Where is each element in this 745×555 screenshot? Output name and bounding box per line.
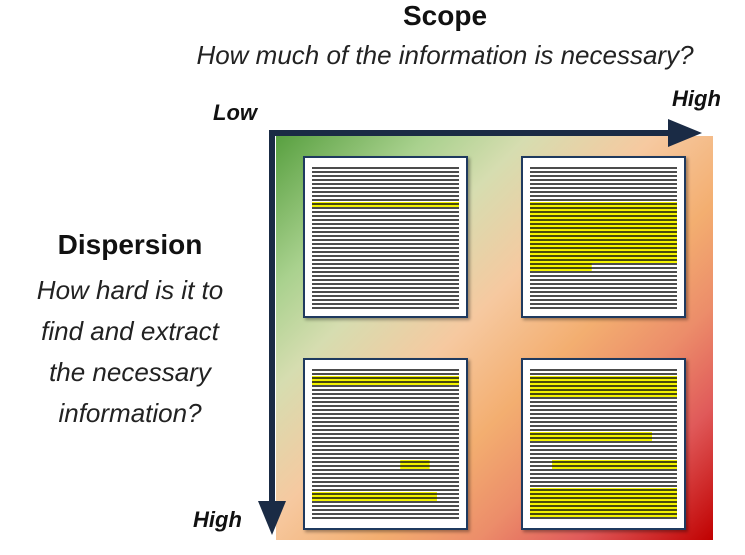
highlight-block	[530, 262, 592, 271]
highlight-block	[552, 460, 677, 469]
axis-label-high-dispersion: High	[193, 507, 242, 532]
document-page-drawing	[312, 369, 459, 519]
dispersion-question-line: How hard is it to	[36, 275, 224, 305]
document-page-drawing	[530, 167, 677, 309]
dispersion-question: How hard is it to find and extract the n…	[0, 270, 260, 434]
document-page-drawing	[312, 167, 459, 309]
highlight-block	[530, 432, 653, 441]
axis-label-low: Low	[213, 100, 257, 125]
doc-low-scope-low-dispersion	[303, 156, 468, 318]
scope-question: How much of the information is necessary…	[196, 40, 694, 70]
scope-title: Scope	[402, 0, 488, 31]
axis-label-high-scope: High	[672, 86, 721, 111]
doc-high-scope-high-dispersion	[521, 358, 686, 530]
dispersion-axis-arrowhead	[258, 501, 286, 535]
highlight-block	[400, 460, 430, 469]
scope-axis-arrowhead	[668, 119, 702, 147]
document-page-drawing	[530, 369, 677, 519]
dispersion-title: Dispersion	[57, 229, 203, 260]
doc-high-scope-low-dispersion	[521, 156, 686, 318]
dispersion-question-line: find and extract	[41, 316, 219, 346]
highlight-block	[312, 492, 437, 501]
doc-low-scope-high-dispersion	[303, 358, 468, 530]
dispersion-question-line: the necessary	[49, 357, 211, 387]
highlight-block	[312, 376, 459, 385]
dispersion-question-line: information?	[58, 398, 202, 428]
